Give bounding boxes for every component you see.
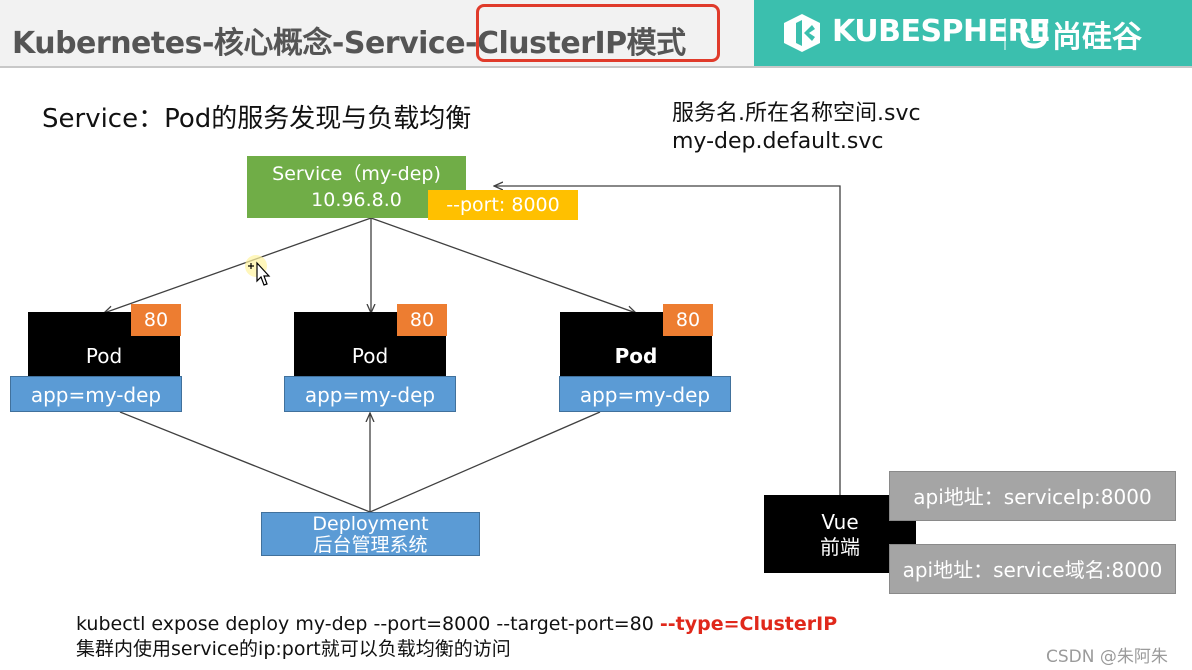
pod-port-badge-2: 80 (397, 304, 447, 336)
api-address-domain: api地址：service域名:8000 (889, 544, 1176, 594)
service-port-badge: --port: 8000 (428, 190, 578, 220)
mouse-cursor-icon (245, 255, 271, 286)
command-note: kubectl expose deploy my-dep --port=8000… (76, 612, 837, 662)
deployment-desc: 后台管理系统 (313, 534, 428, 556)
vue-desc: 前端 (820, 535, 860, 559)
vue-to-service-arrow (494, 186, 841, 495)
pod-label: Pod (85, 344, 123, 368)
service-node: Service（my-dep) 10.96.8.0 (247, 156, 466, 218)
brand-separator (1004, 18, 1006, 50)
dns-format-line: 服务名.所在名称空间.svc (672, 101, 921, 126)
atguigu-logo-icon (1020, 19, 1048, 49)
service-to-pod1-arrow (104, 217, 372, 313)
pod-port-badge-1: 80 (131, 304, 181, 336)
command-explanation: 集群内使用service的ip:port就可以负载均衡的访问 (76, 638, 511, 660)
brand-banner (754, 0, 1192, 66)
deployment-node: Deployment 后台管理系统 (261, 512, 480, 556)
service-name: Service（my-dep) (272, 163, 441, 185)
page-title: Kubernetes-核心概念-Service-ClusterIP模式 (12, 26, 686, 61)
pod-selector-label-2: app=my-dep (284, 376, 456, 412)
pod-label: Pod (614, 344, 658, 368)
dns-format-note: 服务名.所在名称空间.svc my-dep.default.svc (672, 100, 921, 156)
pod-selector-label-1: app=my-dep (10, 376, 182, 412)
service-to-pod3-arrow (370, 217, 636, 313)
pod-port-badge-3: 80 (663, 304, 713, 336)
command-type-flag: --type=ClusterIP (659, 613, 838, 635)
header-divider (0, 66, 1192, 68)
pod-label: Pod (351, 344, 389, 368)
brand-name-secondary: 尚硅谷 (1052, 20, 1142, 55)
pod-selector-label-3: app=my-dep (559, 376, 731, 412)
title-highlight-box (476, 4, 720, 62)
slide-subtitle: Service：Pod的服务发现与负载均衡 (42, 104, 472, 134)
kubectl-command: kubectl expose deploy my-dep --port=8000… (76, 612, 837, 637)
dns-example-line: my-dep.default.svc (672, 129, 884, 154)
pod3-to-deployment-line (369, 411, 601, 513)
kubesphere-logo-icon (784, 14, 820, 52)
vue-title: Vue (821, 510, 859, 534)
brand-name: KUBESPHERE (832, 14, 1051, 49)
api-address-ip: api地址：serviceIp:8000 (889, 471, 1176, 521)
csdn-watermark: CSDN @朱阿朱 (1046, 647, 1168, 667)
deployment-title: Deployment (312, 513, 429, 535)
service-ip: 10.96.8.0 (311, 189, 402, 211)
pod1-to-deployment-line (119, 411, 371, 513)
kubectl-command-text: kubectl expose deploy my-dep --port=8000… (76, 613, 660, 635)
